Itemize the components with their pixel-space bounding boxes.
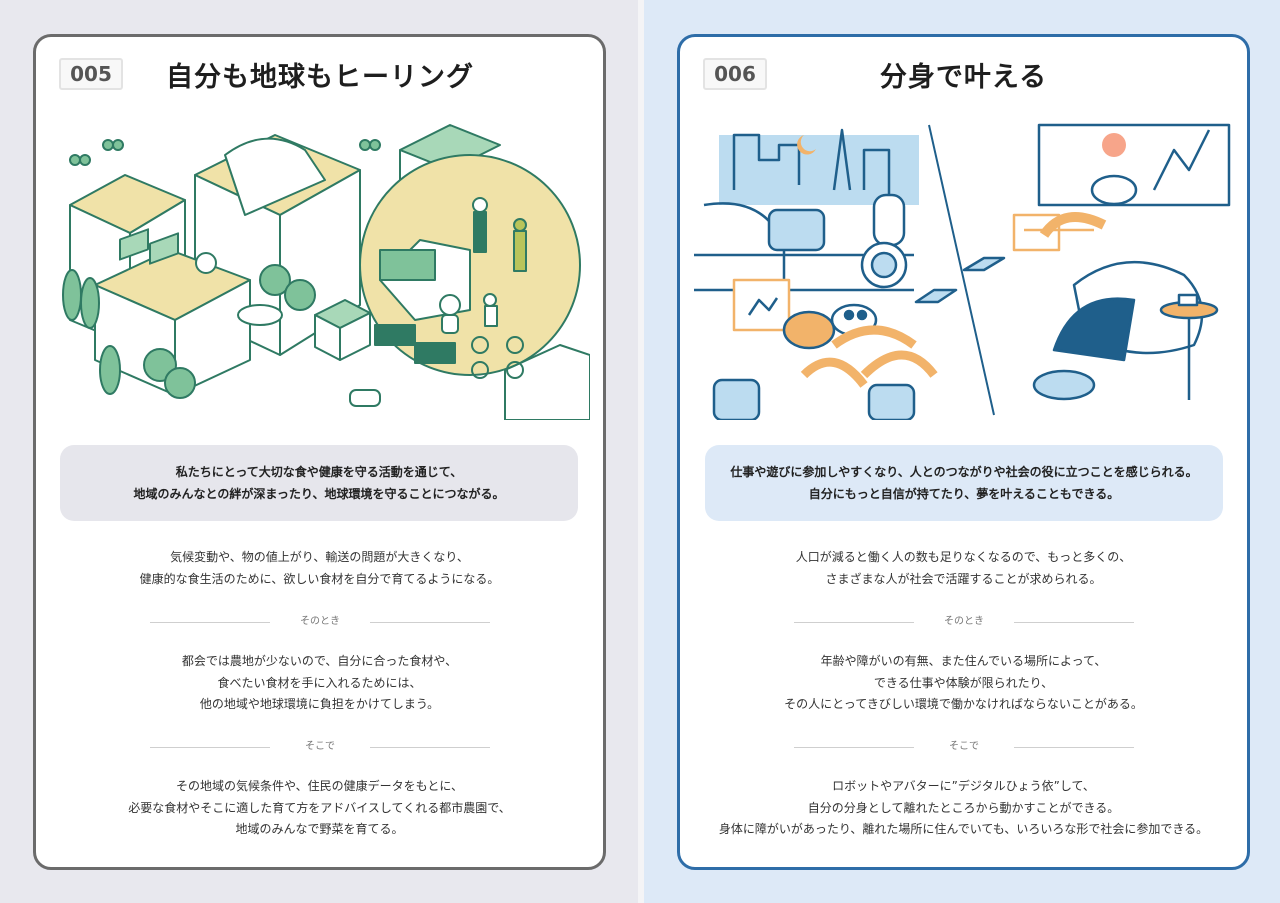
divider-line — [1014, 622, 1134, 623]
card-006: 006 分身で叶える — [677, 34, 1250, 870]
divider-sokode: そこで — [794, 740, 1134, 754]
summary-line: 仕事や遊びに参加しやすくなり、人とのつながりや社会の役に立つことを感じられる。 — [730, 465, 1198, 479]
divider-label: そこで — [949, 741, 979, 752]
text-line: 他の地域や地球環境に負担をかけてしまう。 — [199, 697, 440, 711]
summary-line: 地域のみんなとの絆が深まったり、地球環境を守ることにつながる。 — [133, 487, 505, 501]
divider-line — [794, 622, 914, 623]
divider-line — [1014, 747, 1134, 748]
panel-gap — [638, 0, 644, 903]
summary-line: 私たちにとって大切な食や健康を守る活動を通じて、 — [175, 465, 463, 479]
text-line: さまざまな人が社会で活躍することが求められる。 — [825, 571, 1102, 586]
card-005: 005 自分も地球もヒーリング — [33, 34, 606, 870]
divider-label: そのとき — [944, 616, 984, 627]
background-text: 気候変動や、物の値上がり、輸送の問題が大きくなり、 健康的な食生活のために、欲し… — [36, 547, 603, 590]
summary-line: 自分にもっと自信が持てたり、夢を叶えることもできる。 — [808, 487, 1120, 501]
text-line: 年齢や障がいの有無、また住んでいる場所によって、 — [820, 654, 1107, 668]
text-line: 地域のみんなで野菜を育てる。 — [235, 822, 404, 836]
text-line: 人口が減ると働く人の数も足りなくなるので、もっと多くの、 — [795, 550, 1132, 564]
solution-text: その地域の気候条件や、住民の健康データをもとに、 必要な食材やそこに適した育て方… — [36, 776, 603, 841]
problem-text: 都会では農地が少ないので、自分に合った食材や、 食べたい食材を手に入れるためには… — [36, 651, 603, 716]
divider-line — [150, 747, 270, 748]
problem-text: 年齢や障がいの有無、また住んでいる場所によって、 できる仕事や体験が限られたり、… — [680, 651, 1247, 716]
text-line: 自分の分身として離れたところから動かすことができる。 — [807, 800, 1120, 815]
card-title: 分身で叶える — [879, 62, 1048, 93]
text-line: 都会では農地が少ないので、自分に合った食材や、 — [181, 654, 458, 668]
background-text: 人口が減ると働く人の数も足りなくなるので、もっと多くの、 さまざまな人が社会で活… — [680, 547, 1247, 590]
card-number-badge: 005 — [59, 58, 123, 90]
divider-label: そのとき — [300, 616, 340, 627]
divider-line — [370, 747, 490, 748]
divider-line — [150, 622, 270, 623]
divider-sokode: そこで — [150, 740, 490, 754]
illustration-avatar-robot — [694, 115, 1234, 420]
card-number-badge: 006 — [703, 58, 767, 90]
illustration-urban-farming — [50, 115, 590, 420]
text-line: 食べたい食材を手に入れるためには、 — [217, 675, 422, 690]
summary-box: 私たちにとって大切な食や健康を守る活動を通じて、 地域のみんなとの絆が深まったり… — [60, 445, 578, 521]
divider-sonotoki: そのとき — [794, 615, 1134, 629]
divider-line — [794, 747, 914, 748]
summary-box: 仕事や遊びに参加しやすくなり、人とのつながりや社会の役に立つことを感じられる。 … — [705, 445, 1223, 521]
text-line: 必要な食材やそこに適した育て方をアドバイスしてくれる都市農園で、 — [128, 800, 511, 815]
solution-text: ロボットやアバターに”デジタルひょう依”して、 自分の分身として離れたところから… — [680, 776, 1247, 841]
text-line: ロボットやアバターに”デジタルひょう依”して、 — [832, 779, 1095, 793]
text-line: 健康的な食生活のために、欲しい食材を自分で育てるようになる。 — [139, 571, 500, 586]
divider-label: そこで — [305, 741, 335, 752]
text-line: その人にとってきびしい環境で働かなければならないことがある。 — [784, 697, 1143, 711]
text-line: 身体に障がいがあったり、離れた場所に住んでいても、いろいろな形で社会に参加できる… — [718, 822, 1209, 836]
divider-sonotoki: そのとき — [150, 615, 490, 629]
divider-line — [370, 622, 490, 623]
text-line: 気候変動や、物の値上がり、輸送の問題が大きくなり、 — [170, 550, 469, 564]
text-line: できる仕事や体験が限られたり、 — [873, 675, 1054, 690]
text-line: その地域の気候条件や、住民の健康データをもとに、 — [175, 779, 464, 793]
card-title: 自分も地球もヒーリング — [166, 62, 474, 93]
